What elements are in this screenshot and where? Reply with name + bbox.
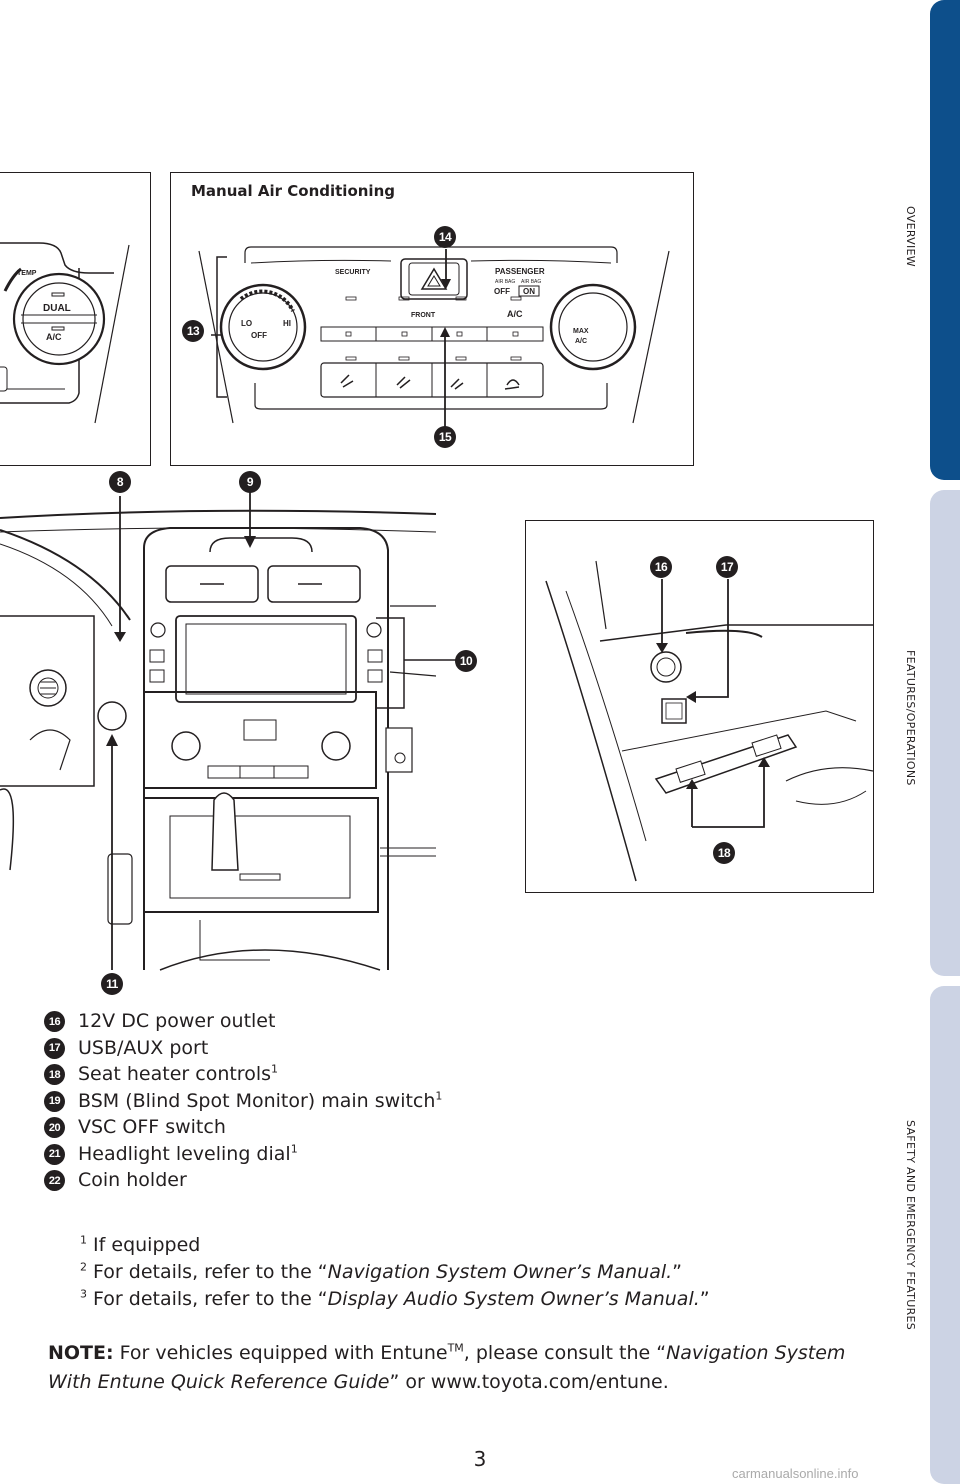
figure-dual-ac-partial: TEMP DUAL A/C bbox=[0, 172, 151, 466]
item-number-badge: 19 bbox=[44, 1090, 65, 1112]
callout-11: 11 bbox=[101, 973, 123, 995]
fan-lo-label: LO bbox=[241, 319, 252, 328]
fan-off-label: OFF bbox=[251, 331, 267, 340]
item-number-badge: 21 bbox=[44, 1143, 65, 1165]
callout-9: 9 bbox=[239, 471, 261, 493]
max-ac-label: A/C bbox=[575, 338, 587, 345]
callout-18: 18 bbox=[713, 842, 735, 864]
airbag-label-1: AIR BAG bbox=[495, 279, 515, 285]
item-number-badge: 20 bbox=[44, 1117, 65, 1138]
front-defrost-label: FRONT bbox=[411, 312, 436, 319]
dual-label: DUAL bbox=[43, 303, 71, 314]
console-illustration bbox=[545, 560, 873, 882]
dashboard-illustration bbox=[0, 490, 460, 971]
note-label: NOTE: bbox=[48, 1342, 114, 1364]
callout-10: 10 bbox=[455, 650, 477, 672]
entune-note: NOTE: For vehicles equipped with EntuneT… bbox=[48, 1341, 846, 1393]
airbag-off-label: OFF bbox=[494, 287, 510, 296]
ac-button-label: A/C bbox=[507, 309, 523, 319]
airbag-on-label: ON bbox=[523, 287, 535, 296]
tab-safety[interactable] bbox=[930, 986, 960, 1484]
footnote: 3 For details, refer to the “Display Aud… bbox=[80, 1287, 710, 1310]
tab-features[interactable] bbox=[930, 490, 960, 976]
callout-16: 16 bbox=[650, 556, 672, 578]
callout-15: 15 bbox=[434, 426, 456, 448]
temp-label: TEMP bbox=[17, 270, 37, 277]
callout-17: 17 bbox=[716, 556, 738, 578]
passenger-label: PASSENGER bbox=[495, 267, 545, 276]
footnotes: 1 If equipped 2 For details, refer to th… bbox=[80, 1232, 710, 1313]
footnote: 1 If equipped bbox=[80, 1233, 201, 1256]
ac-panel-illustration: SECURITY PASSENGER AIR BAG AIR BAG OFF O… bbox=[198, 246, 670, 427]
dual-ac-illustration: TEMP DUAL A/C bbox=[0, 242, 130, 424]
item-number-badge: 17 bbox=[44, 1037, 65, 1059]
security-label: SECURITY bbox=[335, 269, 371, 276]
callout-8: 8 bbox=[109, 471, 131, 493]
fan-hi-label: HI bbox=[283, 319, 291, 328]
figure-manual-air-conditioning: Manual Air Conditioning bbox=[170, 172, 694, 466]
left-ac-label: A/C bbox=[46, 332, 62, 342]
watermark: carmanualsonline.info bbox=[732, 1466, 859, 1481]
tab-overview[interactable] bbox=[930, 0, 960, 480]
footnote: 2 For details, refer to the “Navigation … bbox=[80, 1260, 683, 1283]
callout-14: 14 bbox=[434, 226, 456, 248]
airbag-label-2: AIR BAG bbox=[521, 279, 541, 285]
item-number-badge: 22 bbox=[44, 1170, 65, 1191]
figure-title: Manual Air Conditioning bbox=[191, 182, 395, 200]
figure-console-ports bbox=[525, 520, 874, 893]
item-number-badge: 18 bbox=[44, 1064, 65, 1085]
item-number-badge: 16 bbox=[44, 1011, 65, 1032]
callout-13: 13 bbox=[182, 320, 204, 342]
max-label: MAX bbox=[573, 328, 589, 335]
page-number: 3 bbox=[473, 1447, 487, 1471]
